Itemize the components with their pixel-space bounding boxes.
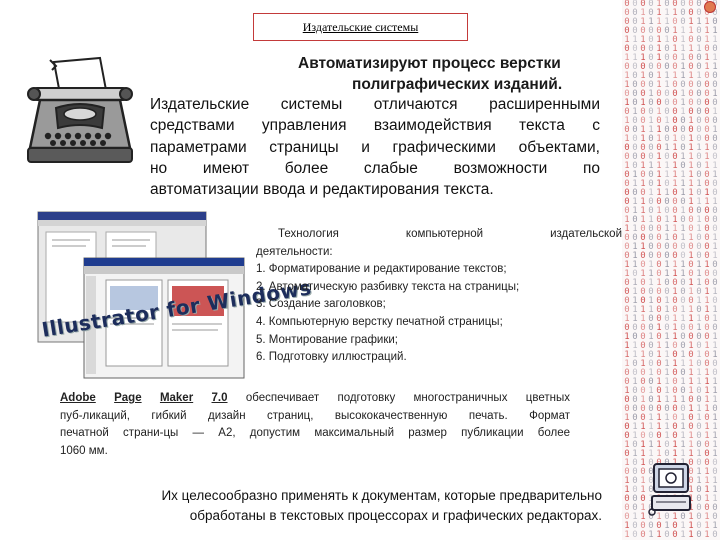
heading-line-2: полиграфических изданий.: [352, 76, 563, 93]
list-item: 3. Создание заголовков;: [256, 298, 386, 311]
adobe-line: 1060 мм.: [60, 444, 108, 457]
adobe-line-rest: обеспечивает подготовку многостраничных …: [245, 392, 570, 404]
adobe-word: Page: [114, 392, 142, 404]
closing-paragraph: Их целесообразно применять к документам,…: [62, 486, 602, 526]
list-item: 5. Монтирование графики;: [256, 333, 398, 346]
adobe-word: Adobe: [60, 392, 96, 404]
adobe-word: 7.0: [211, 392, 228, 404]
closing-line: обработаны в текстовых процессорах и гра…: [189, 508, 602, 523]
adobe-line: пуб-ликаций, гибкий дизайн страниц, высо…: [60, 409, 570, 422]
tech-lead-word: Технология: [278, 228, 339, 240]
list-item: 6. Подготовку иллюстраций.: [256, 351, 407, 364]
closing-line: Их целесообразно применять к документам,…: [161, 488, 602, 503]
list-item: 1. Форматирование и редактирование текст…: [256, 263, 507, 276]
adobe-paragraph: Adobe Page Maker 7.0 обеспечивает подгот…: [60, 390, 570, 460]
list-item: 2. Автоматическую разбивку текста на стр…: [256, 280, 520, 293]
intro-line: Издательские системы отличаются расширен…: [150, 96, 600, 113]
page-title: Издательские системы: [302, 19, 419, 34]
tech-lead-word: издательской: [550, 228, 622, 240]
adobe-line: печатной страни-цы — А2, допустим максим…: [60, 427, 570, 439]
binary-column: 0001101100101010001100100011100010110111…: [712, 0, 718, 540]
intro-line: автоматизации ввода и редактирования тек…: [150, 181, 494, 199]
technology-list: Технология компьютерной издательской дея…: [256, 226, 622, 367]
tech-lead-word: компьютерной: [405, 228, 484, 240]
list-item: 4. Компьютерную верстку печатной страниц…: [256, 315, 503, 328]
heading-line-1: Автоматизируют процесс верстки: [298, 55, 561, 72]
tech-lead: Технология компьютерной издательской: [256, 226, 622, 244]
tech-items: 1. Форматирование и редактирование текст…: [256, 261, 622, 367]
computer-icon: [648, 463, 691, 516]
software-screenshot: [37, 211, 245, 379]
adobe-line: Adobe Page Maker 7.0 обеспечивает подгот…: [60, 390, 570, 408]
intro-line: средствами управления взаимодействия тек…: [150, 117, 600, 135]
typewriter-icon: [27, 56, 133, 163]
intro-paragraph: Издательские системы отличаются расширен…: [150, 94, 600, 200]
binary-column: 1011101100000000111001100000010011100010…: [704, 0, 710, 540]
intro-line: параметрами страницы и графическими объе…: [150, 138, 600, 156]
adobe-word: Maker: [159, 392, 194, 404]
close-icon[interactable]: [703, 0, 717, 14]
tech-lead-end: деятельности:: [256, 245, 333, 258]
intro-line: но имеют более слабые возможности по: [150, 159, 600, 177]
title-box: Издательские системы: [253, 13, 468, 41]
